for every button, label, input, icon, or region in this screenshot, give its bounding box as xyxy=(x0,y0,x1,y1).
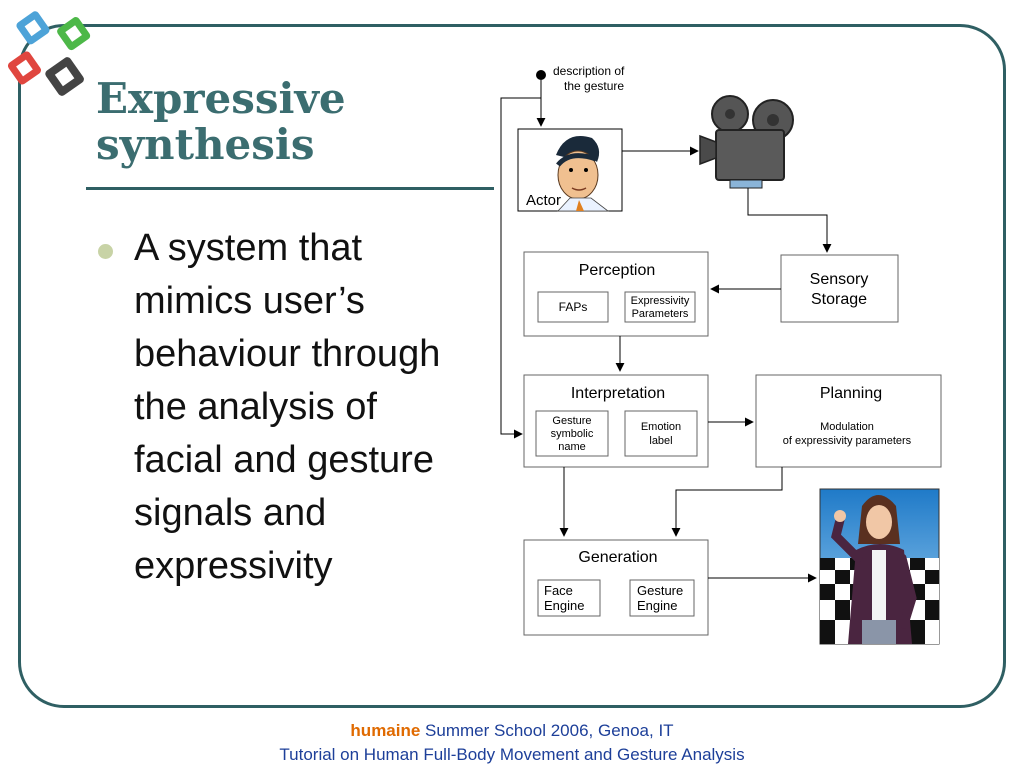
slide-frame xyxy=(18,24,1006,708)
bullet-dot-icon xyxy=(98,244,113,259)
footer-line1: Summer School 2006, Genoa, IT xyxy=(420,721,674,740)
title-underline xyxy=(86,187,494,190)
planning-title: Planning xyxy=(820,385,882,402)
emotion-label-line2: label xyxy=(649,435,672,447)
face-engine-line2: Engine xyxy=(544,598,584,613)
gesture-name-line2: symbolic xyxy=(551,428,594,440)
perception-title: Perception xyxy=(579,262,656,279)
planning-line2: of expressivity parameters xyxy=(783,435,912,447)
sensory-storage-box: Sensory Storage xyxy=(780,254,899,323)
avatar-image xyxy=(819,488,940,645)
face-engine-line1: Face xyxy=(544,583,573,598)
perception-faps: FAPs xyxy=(559,300,588,314)
emotion-label-line1: Emotion xyxy=(641,421,681,433)
interpretation-box: Interpretation Gesture symbolic name Emo… xyxy=(523,374,709,468)
camera-icon xyxy=(699,95,794,189)
synthesis-diagram: description of the gesture Actor Sensory xyxy=(500,64,942,645)
sensory-line2: Storage xyxy=(811,291,867,308)
arrow-input-to-interpretation xyxy=(500,97,541,439)
gesture-name-line3: name xyxy=(558,441,586,453)
actor-box: Actor xyxy=(517,128,623,212)
input-label-line1: description of xyxy=(553,64,625,78)
gesture-engine-line1: Gesture xyxy=(637,583,683,598)
sensory-line1: Sensory xyxy=(810,271,869,288)
perception-expressivity-line1: Expressivity xyxy=(631,295,690,307)
perception-box: Perception FAPs Expressivity Parameters xyxy=(523,251,709,337)
perception-expressivity-line2: Parameters xyxy=(632,308,689,320)
generation-box: Generation Face Engine Gesture Engine xyxy=(523,539,709,636)
input-label-line2: the gesture xyxy=(564,79,624,93)
arrow-planning-to-generation xyxy=(671,467,783,537)
footer: humaine Summer School 2006, Genoa, IT xyxy=(0,720,1024,742)
footer-line2: Tutorial on Human Full-Body Movement and… xyxy=(279,745,745,764)
generation-title: Generation xyxy=(578,549,657,566)
arrow-camera-to-sensory xyxy=(747,188,832,253)
bullet-text: A system that mimics user’s behaviour th… xyxy=(134,227,441,587)
input-dot xyxy=(536,70,546,80)
title-line-1: Expressive xyxy=(96,74,346,123)
slide-title: Expressive synthesis xyxy=(96,76,476,168)
gesture-engine-line2: Engine xyxy=(637,598,677,613)
gesture-name-line1: Gesture xyxy=(552,415,591,427)
interpretation-title: Interpretation xyxy=(571,385,665,402)
planning-box: Planning Modulation of expressivity para… xyxy=(755,374,942,468)
footer-brand: humaine xyxy=(350,721,421,740)
planning-line1: Modulation xyxy=(820,421,874,433)
actor-label: Actor xyxy=(526,192,561,209)
title-line-2: synthesis xyxy=(96,120,315,169)
actor-face-icon xyxy=(556,136,610,212)
humaine-logo xyxy=(7,11,91,96)
